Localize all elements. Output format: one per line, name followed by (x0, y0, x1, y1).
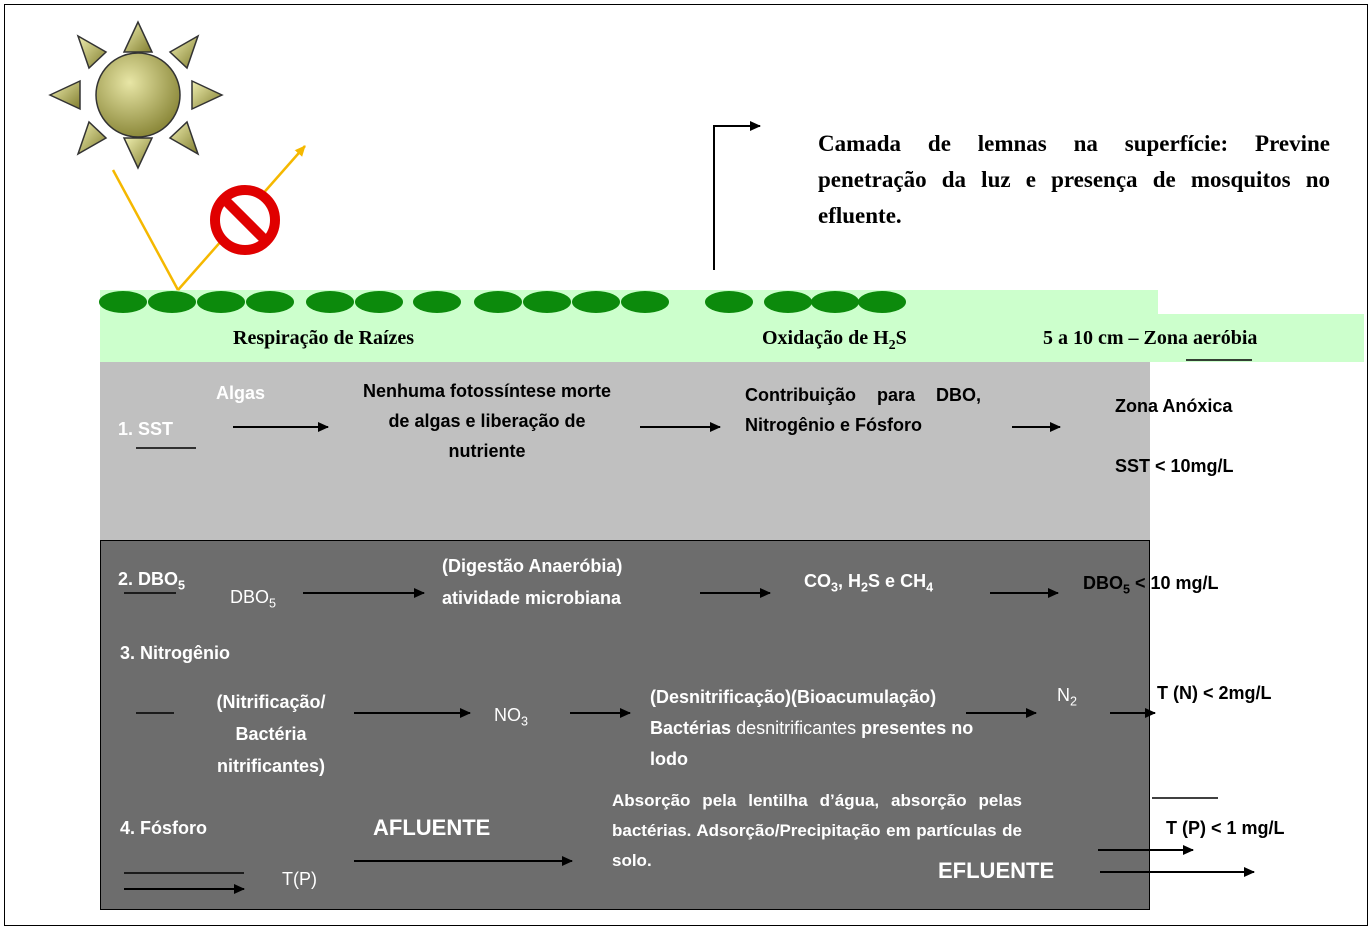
contribuicao-text: Contribuição para DBO, Nitrogênio e Fósf… (745, 385, 981, 435)
lemna-caption: Camada de lemnas na superfície: Previne … (818, 131, 1330, 228)
zona-aerobia-label: 5 a 10 cm – Zona aeróbia (1043, 327, 1258, 349)
n-limit-label: T (N) < 2mg/L (1157, 683, 1272, 703)
tp-input-label: T(P) (282, 869, 317, 889)
sun-icon (48, 20, 224, 170)
n2-label: N2 (1057, 685, 1078, 709)
fosforo-label: 4. Fósforo (120, 818, 208, 838)
nitrogenio-label: 3. Nitrogênio (120, 643, 231, 663)
no3-label: NO3 (494, 705, 529, 729)
aerobic-zone-band (100, 314, 1364, 362)
sst-label: 1. SST (118, 419, 174, 439)
respiracao-label: Respiração de Raízes (233, 327, 415, 349)
diagram-frame (4, 4, 1368, 926)
digestao-text: (Digestão Anaeróbia) atividade microbian… (442, 556, 623, 608)
nitrificacao-text: (Nitrificação/ Bactéria nitrificantes) (216, 692, 326, 776)
sst-limit-label: SST < 10mg/L (1115, 456, 1234, 476)
efluente-label: EFLUENTE (938, 858, 1055, 883)
desnitrificacao-text: (Desnitrificação)(Bioacumulação) Bactéri… (650, 687, 974, 769)
fotossintese-text: Nenhuma fotossíntese morte de algas e li… (362, 381, 612, 461)
dbo-limit-label: DBO5 < 10 mg/L (1083, 573, 1219, 597)
oxidacao-label: Oxidação de H2S (762, 327, 907, 353)
zona-anoxica-label: Zona Anóxica (1115, 396, 1233, 416)
dbo-input-label: DBO5 (230, 587, 277, 611)
p-limit-label: T (P) < 1 mg/L (1166, 818, 1285, 838)
dbo-products-label: CO3, H2S e CH4 (804, 571, 934, 595)
caption-pointer-arrow (713, 121, 761, 270)
anaerobic-zone-band (100, 540, 1150, 910)
afluente-label: AFLUENTE (373, 815, 491, 840)
dbo-label: 2. DBO5 (118, 569, 186, 593)
algas-label: Algas (216, 383, 266, 403)
prohibition-icon (210, 185, 280, 255)
lemna-leaves (99, 291, 906, 313)
absorcao-text: Absorção pela lentilha d’água, absorção … (612, 791, 1022, 870)
anoxic-zone-band (100, 362, 1150, 540)
